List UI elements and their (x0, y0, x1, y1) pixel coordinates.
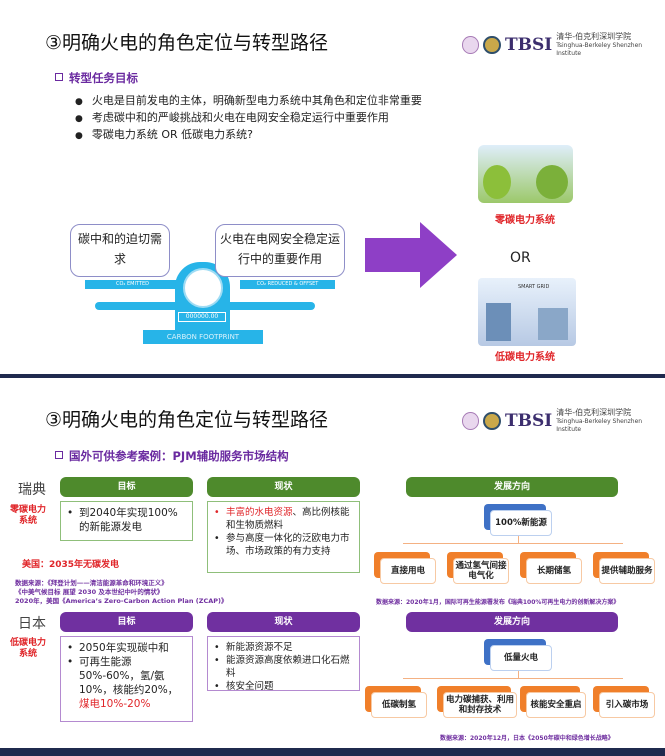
carbon-scale-graphic: CO₂ EMITTED CO₂ REDUCED & OFFSET 000000.… (60, 220, 360, 345)
slide2-subtitle: 国外可供参考案例：PJM辅助服务市场结构 (55, 448, 289, 464)
low-carbon-label: 低碳电力系统 (495, 352, 555, 363)
arrow-right-icon (365, 222, 457, 288)
slide2-title: ③明确火电的角色定位与转型路径 (45, 409, 329, 431)
sweden-direction-header: 发展方向 (406, 477, 618, 497)
berkeley-seal-icon (483, 411, 501, 430)
japan-root-node: 低量火电 (484, 639, 552, 671)
left-pan-label: CO₂ EMITTED (85, 280, 180, 289)
japan-child-node: 核能安全重启 (520, 686, 586, 718)
japan-label: 低碳电力系统 (9, 638, 46, 659)
slide1-subtitle: 转型任务目标 (55, 70, 138, 86)
left-sources: 数据来源：《拜登计划——清洁能源革命和环境正义》《中美气候目标 展望 2030 … (15, 579, 228, 605)
berkeley-seal-icon (483, 35, 501, 54)
scale-counter: 000000.00 (178, 312, 226, 322)
japan-status-header: 现状 (207, 612, 360, 632)
bubble-carbon-neutral: 碳中和的迫切需求 (70, 224, 170, 277)
footer-bar (0, 748, 665, 756)
sweden-child-node: 直接用电 (374, 552, 436, 584)
sweden-label: 零碳电力系统 (9, 505, 46, 526)
sweden-child-node: 长期储氢 (520, 552, 582, 584)
gauge-icon (183, 268, 223, 308)
sweden-child-node: 通过氢气间接电气化 (447, 552, 509, 584)
bullet-list: 火电是目前发电的主体，明确新型电力系统中其角色和定位非常重要 考虑碳中和的严峻挑… (75, 93, 422, 144)
zero-carbon-image (478, 145, 573, 203)
slide-divider (0, 374, 665, 378)
bubble-grid-security: 火电在电网安全稳定运行中的重要作用 (215, 224, 345, 277)
sweden-status-header: 现状 (207, 477, 360, 497)
tsinghua-seal-icon (462, 411, 480, 430)
country-sweden: 瑞典 (18, 482, 46, 498)
japan-child-node: 低碳制氢 (365, 686, 427, 718)
sweden-status-box: 丰富的水电资源、高比例核能和生物质燃料 参与高度一体化的泛欧电力市场、市场政策的… (207, 501, 360, 573)
japan-child-node: 引入碳市场 (593, 686, 655, 718)
sweden-root-node: 100%新能源 (484, 504, 552, 536)
scale-base-label: CARBON FOOTPRINT (143, 330, 263, 344)
japan-goal-box: 2050年实现碳中和 可再生能源50%-60%，氢/氨10%，核能约20%，煤电… (60, 636, 193, 722)
japan-source: 数据来源：2020年12月，日本《2050年碳中和绿色增长战略》 (440, 735, 614, 742)
tsinghua-seal-icon (462, 35, 480, 54)
japan-direction-header: 发展方向 (406, 612, 618, 632)
smart-grid-image: SMART GRID (478, 278, 576, 346)
country-japan: 日本 (18, 616, 46, 632)
sweden-child-node: 提供辅助服务 (593, 552, 655, 584)
sweden-source: 数据来源：2020年1月，国际可再生能源署发布《瑞典100%可再生电力的创新解决… (376, 599, 620, 606)
zero-carbon-label: 零碳电力系统 (495, 215, 555, 226)
sweden-goal-header: 目标 (60, 477, 193, 497)
japan-status-box: 新能源资源不足能源资源高度依赖进口化石燃料核安全问题 (207, 636, 360, 693)
slide1-title: ③明确火电的角色定位与转型路径 (45, 32, 329, 54)
japan-goal-header: 目标 (60, 612, 193, 632)
usa-note: 美国：2035年无碳发电 (22, 560, 120, 570)
or-label: OR (510, 250, 531, 266)
japan-child-node: 电力碳捕获、利用和封存技术 (437, 686, 517, 718)
right-pan-label: CO₂ REDUCED & OFFSET (240, 280, 335, 289)
sweden-goal-box: 到2040年实现100%的新能源发电 (60, 501, 193, 541)
